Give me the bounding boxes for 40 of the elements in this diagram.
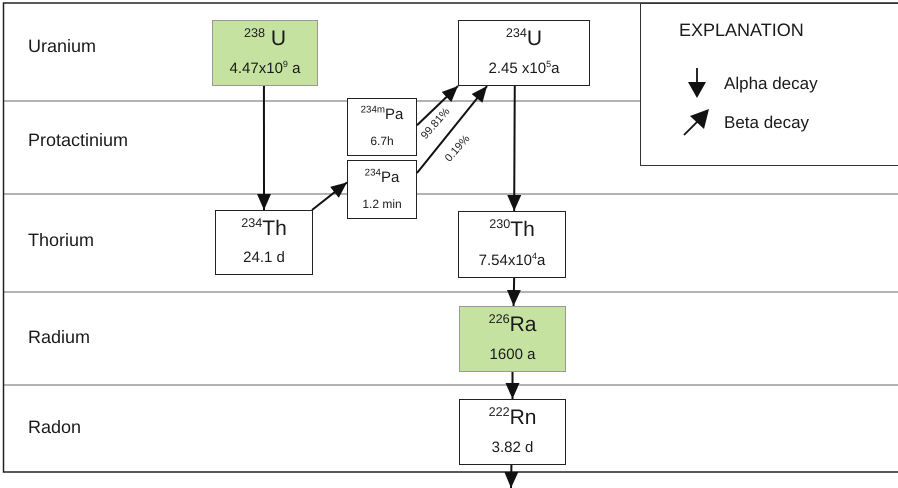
half-life: 6.7h (370, 134, 394, 148)
highlighted-nuclide-box (212, 20, 318, 86)
decay-arrow (504, 464, 518, 488)
nuclide-symbol: $^{234}$U (506, 28, 542, 50)
nuclide-box (459, 399, 566, 465)
legend-title: EXPLANATION (679, 20, 804, 41)
nuclide-symbol: $^{230}$Th (489, 219, 535, 242)
half-life: 2.45 x10$^{5}$a (488, 60, 560, 78)
decay-arrow (507, 86, 522, 211)
nuclide-symbol: $^{226}$Ra (488, 314, 536, 336)
half-life: 4.47x10$^{9}$ a (230, 60, 300, 78)
nuclide-box (347, 98, 417, 156)
decay-arrow (506, 372, 520, 399)
nuclide-symbol: $^{238}$ U (244, 28, 286, 50)
half-life: 24.1 d (243, 249, 285, 268)
nuclide-symbol: $^{234}$Th (241, 218, 287, 240)
nuclide-box (458, 211, 566, 278)
decay-arrow (506, 278, 521, 306)
half-life: 1.2 min (362, 196, 402, 210)
nuclide-symbol: $^{234m}$Pa (360, 106, 404, 124)
row-label: Protactinium (28, 130, 128, 151)
decay-arrow (257, 86, 271, 210)
decay-arrow (311, 182, 348, 211)
decay-arrow (416, 85, 488, 174)
row-label: Uranium (28, 36, 96, 57)
half-life: 1600 a (490, 346, 536, 364)
row-label: Thorium (28, 230, 94, 251)
half-life: 3.82 d (492, 439, 534, 457)
highlighted-nuclide-box (459, 306, 566, 372)
nuclide-box (458, 20, 590, 86)
decay-arrow (416, 85, 459, 126)
nuclide-symbol: $^{222}$Rn (488, 407, 536, 429)
nuclide-box (347, 160, 417, 219)
nuclide-box (215, 210, 313, 275)
row-label: Radium (28, 327, 90, 348)
legend-label: Alpha decay (724, 74, 818, 94)
row-label: Radon (28, 417, 82, 438)
nuclide-symbol: $^{234}$Pa (364, 168, 400, 186)
legend-label: Beta decay (724, 113, 810, 133)
half-life: 7.54x10$^{4}$a (478, 252, 546, 270)
